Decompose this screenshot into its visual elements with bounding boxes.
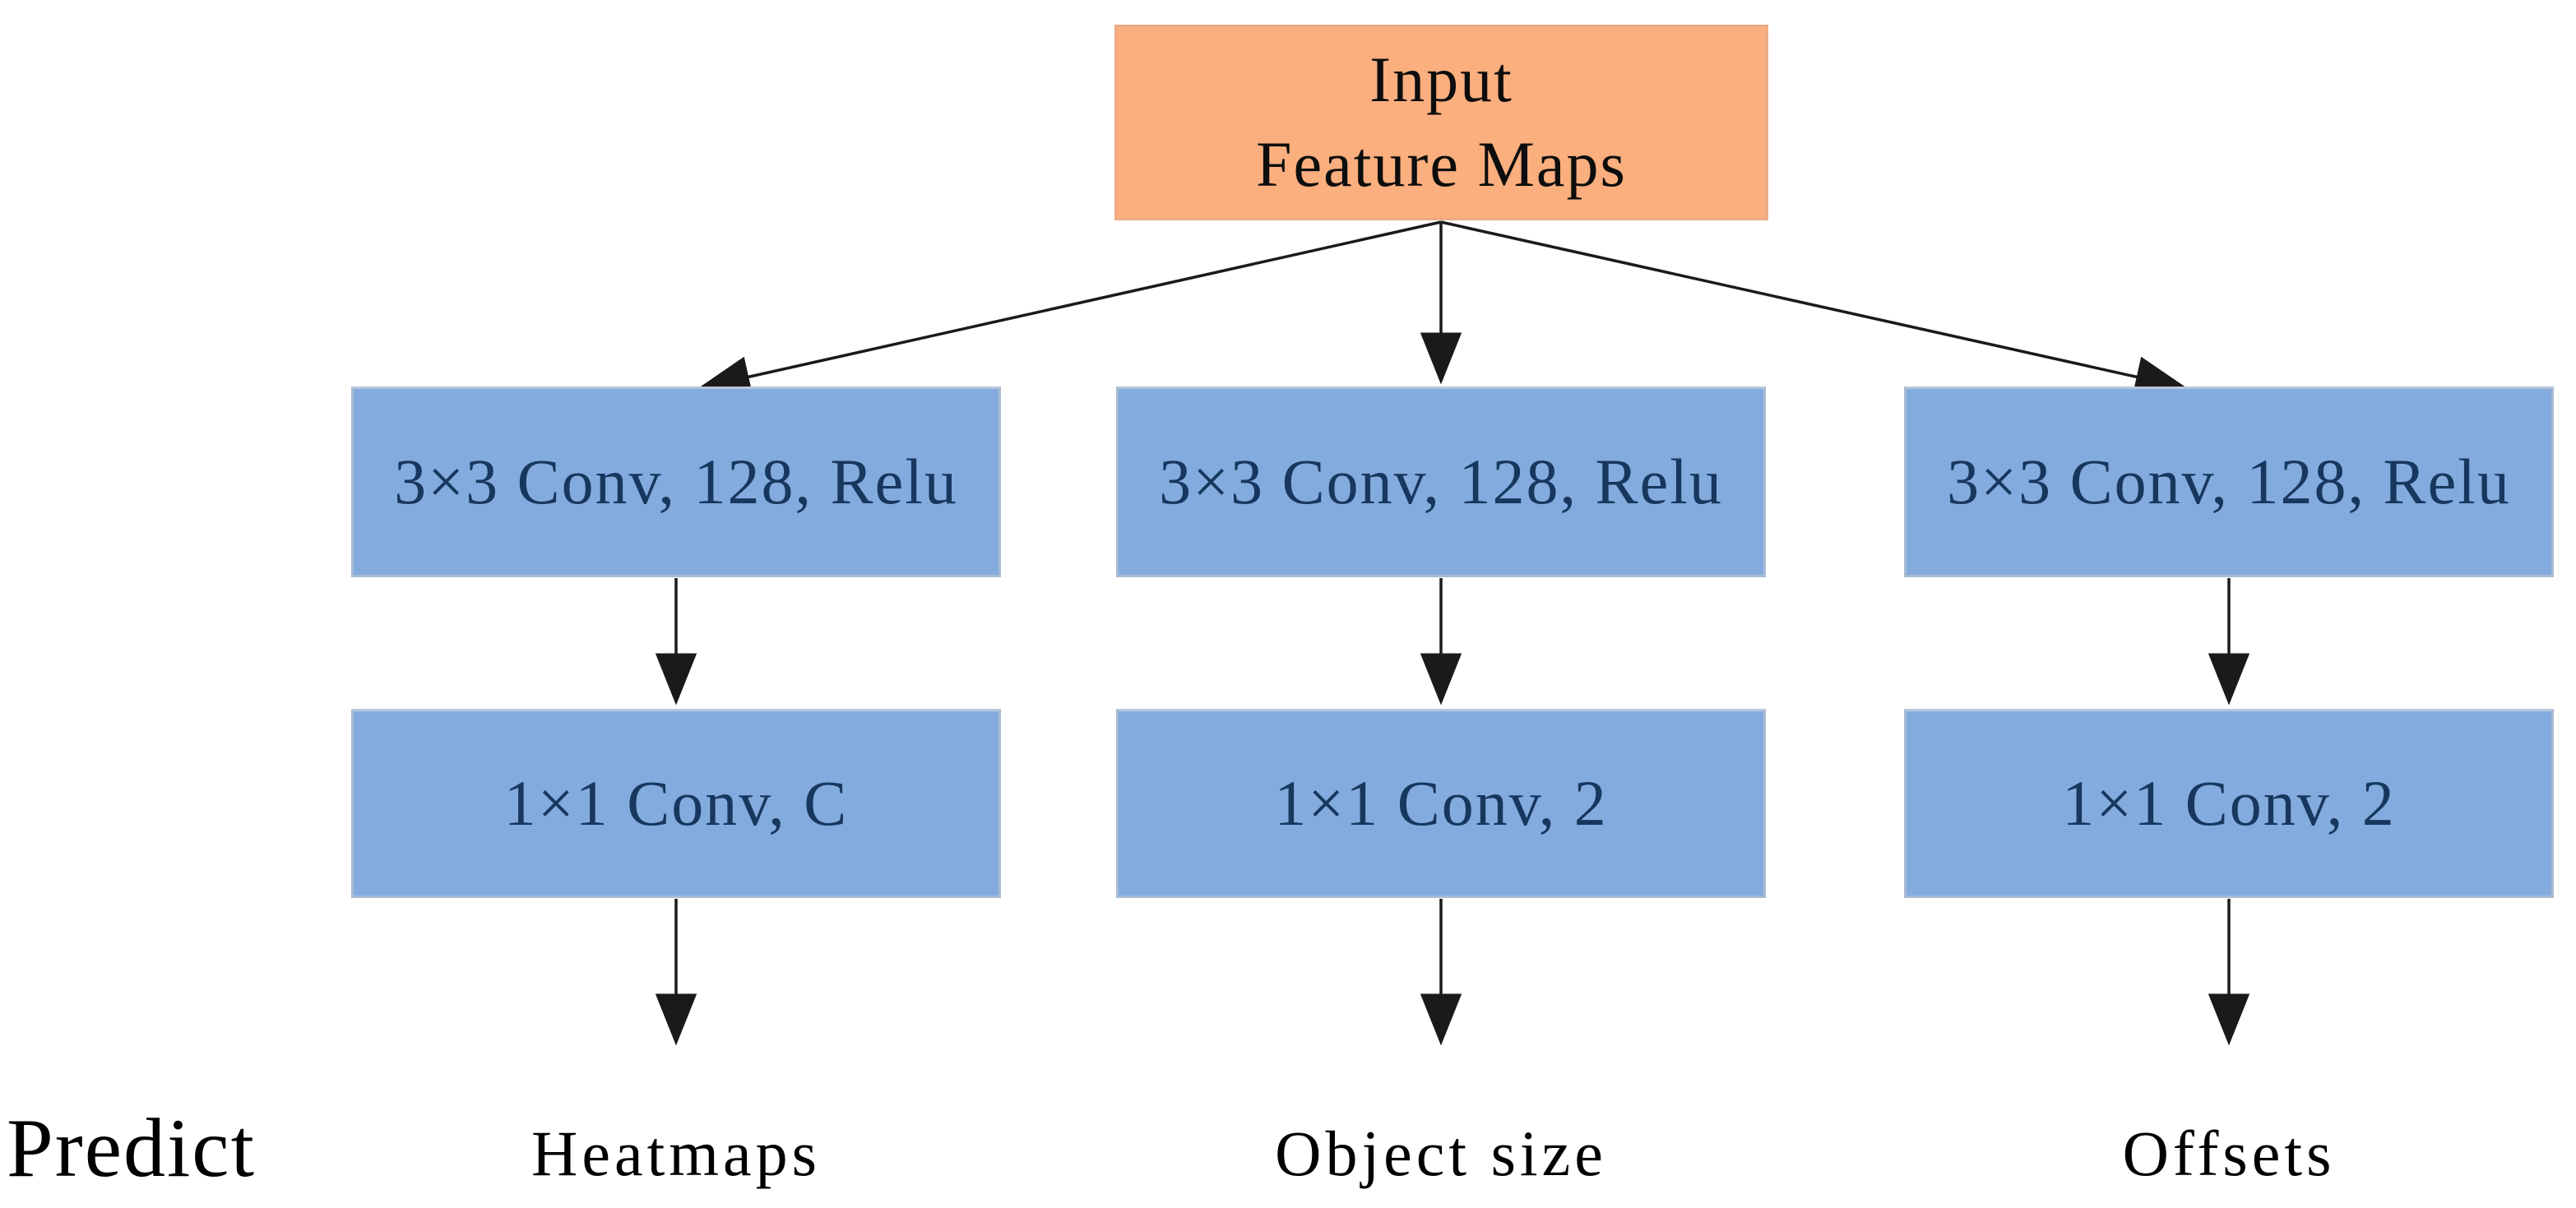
objectsize-conv3x3-box: 3×3 Conv, 128, Relu [1116,386,1766,577]
arrow-input-to-heatmaps-branch-icon [697,220,1442,397]
input-box-line2: Feature Maps [1256,128,1627,200]
heatmaps-conv1x1-label: 1×1 Conv, C [503,767,849,839]
objectsize-output-label: Object size [1275,1118,1607,1189]
offsets-conv3x3-label: 3×3 Conv, 128, Relu [1947,446,2511,517]
offsets-conv1x1-box: 1×1 Conv, 2 [1904,709,2554,898]
heatmaps-conv3x3-box: 3×3 Conv, 128, Relu [351,386,1001,577]
heatmaps-conv1x1-box: 1×1 Conv, C [351,709,1001,898]
objectsize-conv1x1-box: 1×1 Conv, 2 [1116,709,1766,898]
offsets-conv3x3-box: 3×3 Conv, 128, Relu [1904,386,2554,577]
objectsize-conv1x1-label: 1×1 Conv, 2 [1274,767,1608,839]
predict-label: Predict [7,1102,256,1195]
objectsize-conv3x3-label: 3×3 Conv, 128, Relu [1159,446,1723,517]
offsets-conv1x1-label: 1×1 Conv, 2 [2062,767,2396,839]
offsets-output-label: Offsets [2122,1118,2336,1189]
heatmaps-output-label: Heatmaps [531,1118,821,1189]
heatmaps-conv3x3-label: 3×3 Conv, 128, Relu [394,446,958,517]
arrow-input-to-offsets-branch-icon [1440,220,2188,397]
input-feature-maps-box: Input Feature Maps [1114,25,1768,220]
input-box-line1: Input [1369,44,1513,116]
